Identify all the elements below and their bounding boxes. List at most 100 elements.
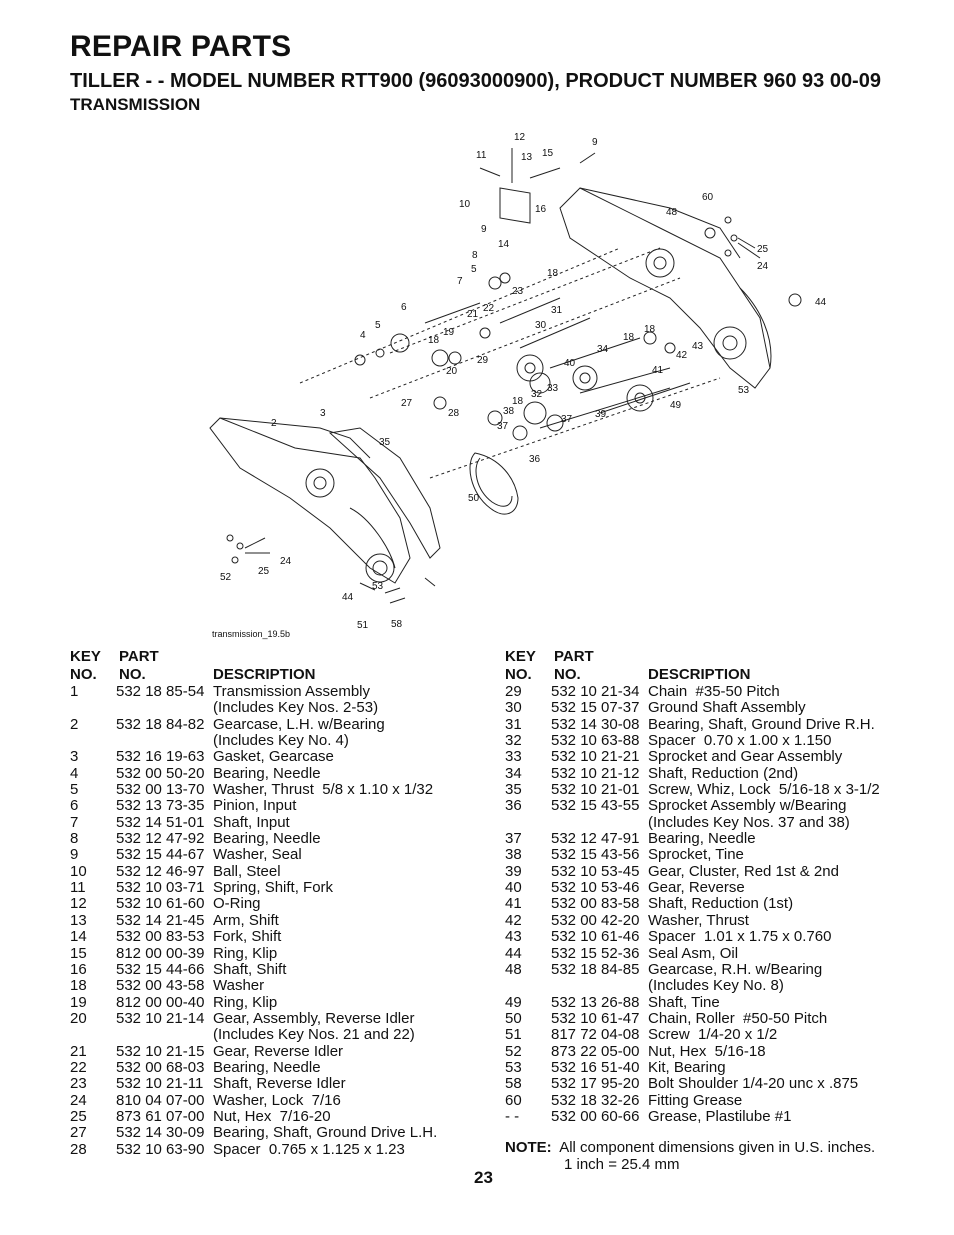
part-description: Screw 1/4-20 x 1/2 (648, 1026, 778, 1044)
diagram-label: 37 (561, 414, 573, 425)
diagram-label: 60 (702, 192, 714, 203)
part-number: 532 15 43-55 (551, 797, 640, 815)
part-description: Chain, Roller #50-50 Pitch (648, 1009, 828, 1027)
diagram-label: 32 (531, 389, 543, 400)
part-number: 812 00 00-39 (116, 944, 205, 962)
diagram-label: 25 (258, 566, 270, 577)
table-header: KEY NO. PART NO. DESCRIPTION (70, 648, 490, 684)
diagram-label: 42 (676, 350, 688, 361)
part-number: 532 17 95-20 (551, 1075, 640, 1093)
part-number: 532 14 21-45 (116, 911, 205, 929)
key-number: 5 (70, 781, 79, 799)
part-number: 532 18 84-82 (116, 715, 205, 733)
diagram-label: 24 (280, 556, 292, 567)
diagram-label: 21 (467, 309, 479, 320)
part-description: Bearing, Needle (213, 830, 321, 848)
part-number: 532 00 42-20 (551, 911, 640, 929)
part-description: Shaft, Reverse Idler (213, 1075, 346, 1093)
diagram-label: 49 (670, 400, 682, 411)
key-header-bottom: NO. (505, 666, 532, 683)
part-description: Washer, Thrust 5/8 x 1.10 x 1/32 (213, 781, 434, 799)
part-number: 532 14 30-09 (116, 1124, 205, 1142)
note-line-1: All component dimensions given in U.S. i… (559, 1139, 876, 1156)
part-description: Kit, Bearing (648, 1058, 726, 1076)
part-number: 532 00 68-03 (116, 1058, 205, 1076)
gasket-shape (328, 427, 441, 559)
key-number: 16 (70, 960, 87, 978)
part-description: Spacer 0.765 x 1.125 x 1.23 (213, 1140, 405, 1158)
diagram-label: 34 (597, 344, 609, 355)
part-description: Spacer 1.01 x 1.75 x 0.760 (648, 928, 832, 946)
part-number: 532 15 43-56 (551, 846, 640, 864)
part-number: 532 00 13-70 (116, 781, 205, 799)
roller-chain-shape (469, 452, 519, 515)
description-header: DESCRIPTION (648, 666, 751, 683)
diagram-label: 50 (468, 493, 480, 504)
diagram-caption: transmission_19.5b (212, 629, 291, 639)
diagram-label: 5 (375, 320, 381, 331)
part-number: 532 14 51-01 (116, 813, 205, 831)
key-number: 38 (505, 846, 522, 864)
part-description: Shaft, Tine (648, 993, 720, 1011)
part-number: 532 10 21-14 (116, 1009, 205, 1027)
key-number: 20 (70, 1009, 87, 1027)
key-number: 13 (70, 911, 87, 929)
part-number: 532 10 53-45 (551, 862, 640, 880)
part-description: Transmission Assembly (Includes Key Nos.… (213, 683, 379, 717)
part-description: Ring, Klip (213, 944, 278, 962)
key-number: 9 (70, 846, 79, 864)
description-header: DESCRIPTION (213, 666, 316, 683)
part-number: 532 15 52-36 (551, 944, 640, 962)
part-description: Gearcase, L.H. w/Bearing (Includes Key N… (213, 715, 385, 750)
part-description: Fitting Grease (648, 1091, 743, 1109)
diagram-label: 9 (592, 137, 598, 148)
part-number: 532 10 61-47 (551, 1009, 640, 1027)
note-label: NOTE: (505, 1139, 552, 1156)
part-number: 532 10 63-88 (551, 732, 640, 750)
dimension-note: NOTE: All component dimensions given in … (505, 1139, 876, 1173)
diagram-label: 23 (512, 286, 524, 297)
key-number: 28 (70, 1140, 87, 1158)
part-description: Gasket, Gearcase (213, 748, 334, 766)
part-number: 532 10 61-46 (551, 928, 640, 946)
diagram-label: 15 (542, 148, 554, 159)
key-number: 2 (70, 715, 79, 733)
part-description: Bearing, Shaft, Ground Drive R.H. (648, 715, 875, 733)
key-number: 25 (70, 1107, 87, 1125)
part-number: 532 13 73-35 (116, 797, 205, 815)
part-number: 532 15 44-67 (116, 846, 205, 864)
key-number: 44 (505, 944, 522, 962)
diagram-label: 10 (459, 199, 471, 210)
diagram-label: 31 (551, 305, 563, 316)
diagram-label: 28 (448, 408, 460, 419)
key-number: 33 (505, 748, 522, 766)
key-number: 4 (70, 764, 79, 782)
part-number: 532 10 03-71 (116, 879, 205, 897)
key-number: 11 (70, 879, 86, 897)
input-shaft-shape (424, 302, 481, 324)
key-number: 41 (505, 895, 522, 913)
key-number: 52 (505, 1042, 522, 1060)
part-header-bottom: NO. (554, 666, 581, 683)
diagram-label: 44 (815, 297, 827, 308)
diagram-label: 18 (428, 335, 440, 346)
diagram-label: 16 (535, 204, 547, 215)
key-number: 24 (70, 1091, 87, 1109)
